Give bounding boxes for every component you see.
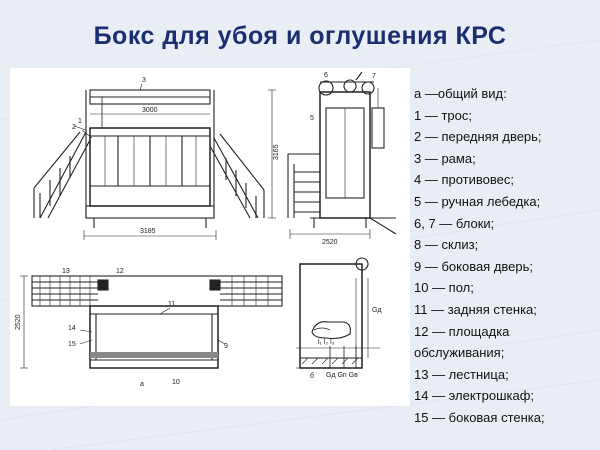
plan-view <box>20 275 283 369</box>
legend-item: а —общий вид: <box>414 86 507 101</box>
legend-item: 10 — пол; <box>414 280 474 296</box>
label-view-a: а <box>140 381 144 388</box>
legend-item: 9 — боковая дверь; <box>414 258 534 274</box>
label-n12: 12 <box>116 268 124 275</box>
legend-item: 8 — склиз; <box>414 237 479 253</box>
legend-item: 12 — площадка <box>414 323 510 339</box>
label-dim-top: 3000 <box>142 107 158 114</box>
label-n14: 14 <box>68 325 76 332</box>
slide-title: Бокс для убоя и оглушения КРС <box>93 22 507 50</box>
cross-section-view <box>296 257 380 369</box>
label-l: l₁ l₂ l₃ <box>318 339 335 346</box>
legend-item: 6, 7 — блоки; <box>414 215 495 231</box>
label-dim-plan: 2520 <box>15 314 22 330</box>
legend-item: 5 — ручная лебедка; <box>414 193 541 209</box>
side-view <box>287 71 397 239</box>
label-n5: 5 <box>310 115 314 122</box>
label-n1: 1 <box>78 118 82 125</box>
label-g: Gд Gп Gв <box>326 372 358 379</box>
legend-item: 2 — передняя дверь; <box>414 129 542 145</box>
label-n2: 2 <box>72 124 76 131</box>
legend-item: 4 — противовес; <box>414 172 514 188</box>
legend-item: 15 — боковая стенка; <box>414 409 545 425</box>
label-n9: 9 <box>224 343 228 350</box>
front-view <box>33 83 276 240</box>
legend-item: обслуживания; <box>414 345 505 361</box>
label-n6: 6 <box>324 72 328 79</box>
label-n15: 15 <box>68 341 76 348</box>
legend-item: 11 — задняя стенка; <box>414 301 537 317</box>
legend: а —общий вид: 1 — трос; 2 — передняя дверь… <box>414 83 600 429</box>
label-dim-side: 2520 <box>322 239 338 246</box>
label-g-side: Gд <box>372 307 382 314</box>
legend-item: 13 — лестница; <box>414 366 509 382</box>
label-n11: 11 <box>168 301 175 308</box>
label-n3: 3 <box>142 77 146 84</box>
legend-item: 1 — трос; <box>414 107 472 123</box>
label-n7: 7 <box>372 73 376 80</box>
label-view-b: б <box>310 372 314 380</box>
label-n13: 13 <box>62 268 70 275</box>
label-dim-height: 3165 <box>273 144 280 160</box>
label-dim-width: 3185 <box>140 228 156 235</box>
technical-drawing: 3000 3185 3165 2520 2520 3 2 1 6 7 5 13 … <box>10 68 410 406</box>
legend-item: 14 — электрошкаф; <box>414 388 535 404</box>
legend-item: 3 — рама; <box>414 150 476 166</box>
label-n10: 10 <box>172 379 180 386</box>
